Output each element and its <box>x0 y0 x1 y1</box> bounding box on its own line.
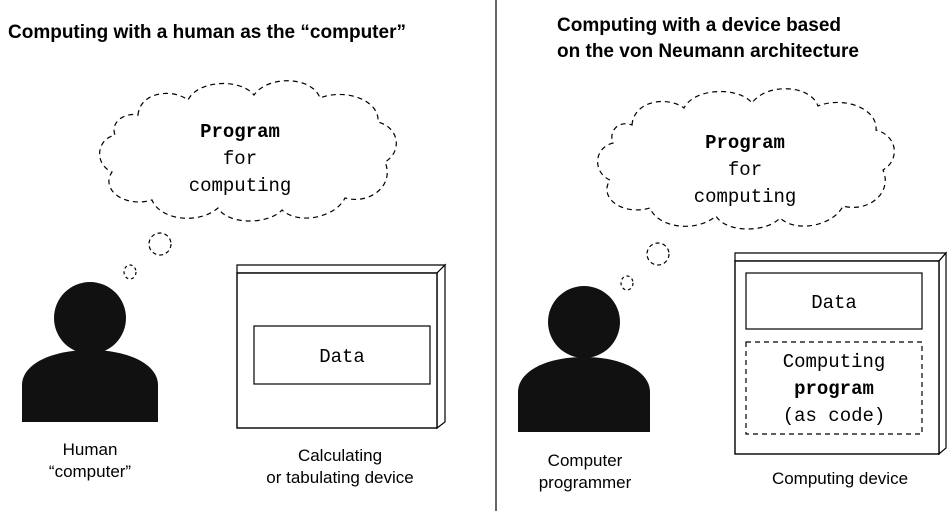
left-thought-line2: for <box>223 148 257 170</box>
right-panel-title-line1: Computing with a device based <box>557 15 841 36</box>
right-person-caption-line1: Computer <box>547 451 623 470</box>
left-panel-title: Computing with a human as the “computer” <box>8 22 406 43</box>
left-thought-line3: computing <box>189 175 292 197</box>
right-program-line1: Computing <box>783 351 886 373</box>
left-person-caption-line1: Human <box>62 440 118 459</box>
left-device-caption: Calculating or tabulating device <box>240 445 440 489</box>
right-data-label: Data <box>811 292 857 314</box>
left-device-caption-line1: Calculating <box>297 446 383 465</box>
left-data-label: Data <box>319 346 365 368</box>
left-thought-cloud <box>99 80 397 222</box>
right-device-caption: Computing device <box>771 469 909 488</box>
right-thought-line1: Program <box>705 132 785 154</box>
left-person-caption-line2: “computer” <box>48 462 132 481</box>
left-thought-bubble-large <box>148 232 172 256</box>
right-person-caption-line2: programmer <box>538 473 632 492</box>
left-data-box <box>253 325 431 385</box>
right-thought-bubble-small <box>620 275 634 291</box>
right-thought-line2: for <box>728 159 762 181</box>
left-thought-line1: Program <box>200 121 280 143</box>
right-thought-cloud <box>597 88 895 230</box>
right-person-caption: Computer programmer <box>525 450 645 494</box>
right-person-icon <box>518 286 650 432</box>
right-panel-title-line2: on the von Neumann architecture <box>557 41 859 62</box>
right-data-box <box>745 272 923 330</box>
right-program-line3: (as code) <box>783 405 886 427</box>
left-person-caption: Human “computer” <box>30 439 150 483</box>
right-thought-bubble-large <box>646 242 670 266</box>
left-thought-bubble-small <box>123 264 137 280</box>
left-person-icon <box>22 282 158 422</box>
right-program-box <box>745 341 923 435</box>
right-program-line2: program <box>794 378 874 400</box>
right-thought-line3: computing <box>694 186 797 208</box>
left-device-caption-line2: or tabulating device <box>266 468 414 487</box>
